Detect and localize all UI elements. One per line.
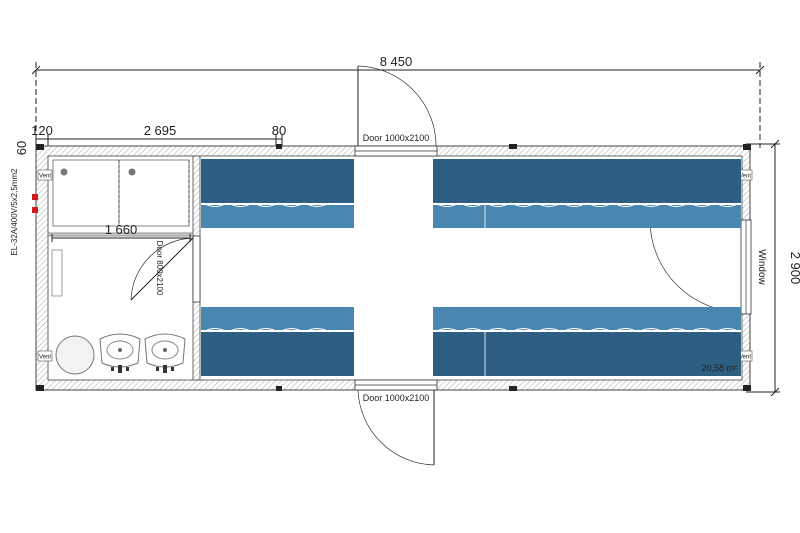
bench-lower-left (201, 307, 354, 376)
seat-mark (253, 328, 279, 333)
seat-mark (511, 328, 536, 333)
seat-mark (587, 202, 613, 207)
seat-mark (664, 202, 689, 207)
shower-block-dimension: 2 695 (144, 123, 177, 138)
overall-length-label: 8 450 (380, 54, 413, 69)
seat-mark (638, 328, 664, 333)
door-bottom-label: Door 1000x2100 (363, 393, 430, 403)
bench-upper-left (201, 159, 354, 228)
seat-mark (613, 328, 638, 333)
seat-mark (664, 328, 689, 333)
overall-length-dimension: 8 450 (31, 54, 765, 148)
seat-mark (202, 202, 228, 207)
door-top-label: Door 1000x2100 (363, 133, 430, 143)
seat-mark (562, 328, 587, 333)
shower-cabins (52, 159, 190, 227)
electric-sockets (32, 194, 38, 213)
door-inner (130, 235, 201, 303)
bench-seat-marks (202, 202, 740, 333)
toilet-block-label: 1 660 (105, 222, 138, 237)
seat-mark (638, 202, 664, 207)
door-top (354, 65, 438, 157)
seat-mark (253, 202, 279, 207)
top-detail-dimensions: 120 2 695 80 60 (14, 123, 286, 155)
seat-mark (485, 328, 511, 333)
vent-label: Vent (739, 355, 751, 361)
overall-width-label: 2 900 (788, 252, 800, 285)
bench-upper-right (433, 159, 741, 228)
vent-label: Vent (39, 355, 51, 361)
area-label: 20,58 m² (701, 363, 737, 373)
toilet-icon (55, 335, 95, 375)
seat-mark (511, 202, 536, 207)
seat-mark (689, 202, 715, 207)
seat-mark (536, 202, 562, 207)
seat-mark (279, 202, 304, 207)
seat-mark (536, 328, 562, 333)
seat-mark (279, 328, 304, 333)
seat-mark (228, 202, 253, 207)
seat-mark (304, 202, 330, 207)
seat-mark (434, 328, 460, 333)
sink-icon (144, 333, 186, 373)
vent-label: Vent (739, 174, 751, 180)
seat-mark (562, 202, 587, 207)
seat-mark (228, 328, 253, 333)
seat-mark (587, 328, 613, 333)
seat-mark (613, 202, 638, 207)
seat-mark (715, 328, 740, 333)
electric-label: EL-32A/400V/5x2,5mm2 (10, 168, 19, 256)
wall-top-dimension: 60 (14, 141, 29, 155)
seat-mark (434, 202, 460, 207)
seat-mark (689, 328, 715, 333)
toilet-fixtures (51, 249, 186, 375)
seat-mark (485, 202, 511, 207)
wall-mid-dimension: 80 (272, 123, 286, 138)
overall-width-dimension: 2 900 (746, 139, 800, 397)
door-inner-label: Door 800x2100 (155, 241, 164, 296)
sink-icon (99, 333, 141, 373)
seat-mark (304, 328, 330, 333)
wall-left-dimension: 120 (31, 123, 53, 138)
door-bottom (354, 379, 438, 466)
seat-mark (460, 328, 485, 333)
window-label: Window (756, 249, 767, 285)
seat-mark (715, 202, 740, 207)
toilet-block-dimension (51, 234, 191, 242)
seat-mark (202, 328, 228, 333)
vent-label: Vent (39, 174, 51, 180)
bench-lower-right (433, 307, 741, 376)
seat-mark (460, 202, 485, 207)
